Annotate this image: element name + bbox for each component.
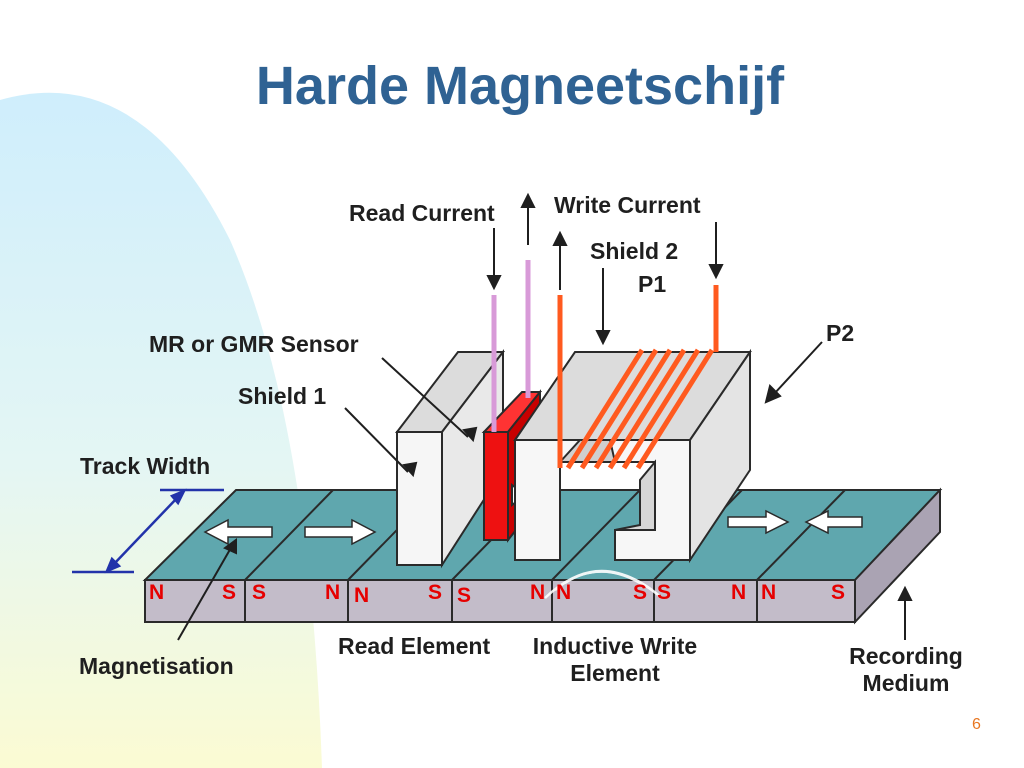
pole-label: S <box>428 581 443 604</box>
pole-label: S <box>457 584 472 607</box>
label-shield-1: Shield 1 <box>238 383 327 409</box>
label-write-current: Write Current <box>554 192 701 218</box>
pole-label: S <box>831 581 846 604</box>
label-inductive-line-2: Element <box>570 660 660 686</box>
pole-label: N <box>149 581 165 604</box>
label-recording-medium: Recording Medium <box>836 643 976 697</box>
label-p2: P2 <box>826 320 855 346</box>
label-p1: P1 <box>638 271 667 297</box>
pole-label: S <box>657 581 672 604</box>
slide-title: Harde Magneetschijf <box>255 56 785 116</box>
read-current-wires <box>491 260 531 432</box>
pole-label: N <box>731 581 747 604</box>
track-width-indicator <box>72 488 224 574</box>
pole-label: N <box>325 581 341 604</box>
pole-label: N <box>556 581 572 604</box>
label-track-width: Track Width <box>80 453 211 479</box>
label-inductive-line-1: Inductive Write <box>532 633 698 659</box>
pole-label: S <box>222 581 237 604</box>
label-recording-line-1: Recording <box>849 643 963 669</box>
pole-label: N <box>761 581 777 604</box>
label-mr-sensor: MR or GMR Sensor <box>149 331 359 357</box>
label-magnetisation: Magnetisation <box>79 653 234 679</box>
pole-label: N <box>354 584 370 607</box>
label-read-current: Read Current <box>349 200 495 226</box>
label-shield-2: Shield 2 <box>590 238 679 264</box>
label-read-element: Read Element <box>338 633 491 659</box>
label-inductive-write-element: Inductive Write Element <box>520 633 710 687</box>
page-number: 6 <box>972 716 981 733</box>
label-recording-line-2: Medium <box>862 670 950 696</box>
leader-lines <box>177 192 913 641</box>
pole-label: S <box>252 581 267 604</box>
write-coil <box>557 285 719 470</box>
pole-label: S <box>633 581 648 604</box>
pole-label: N <box>530 581 546 604</box>
